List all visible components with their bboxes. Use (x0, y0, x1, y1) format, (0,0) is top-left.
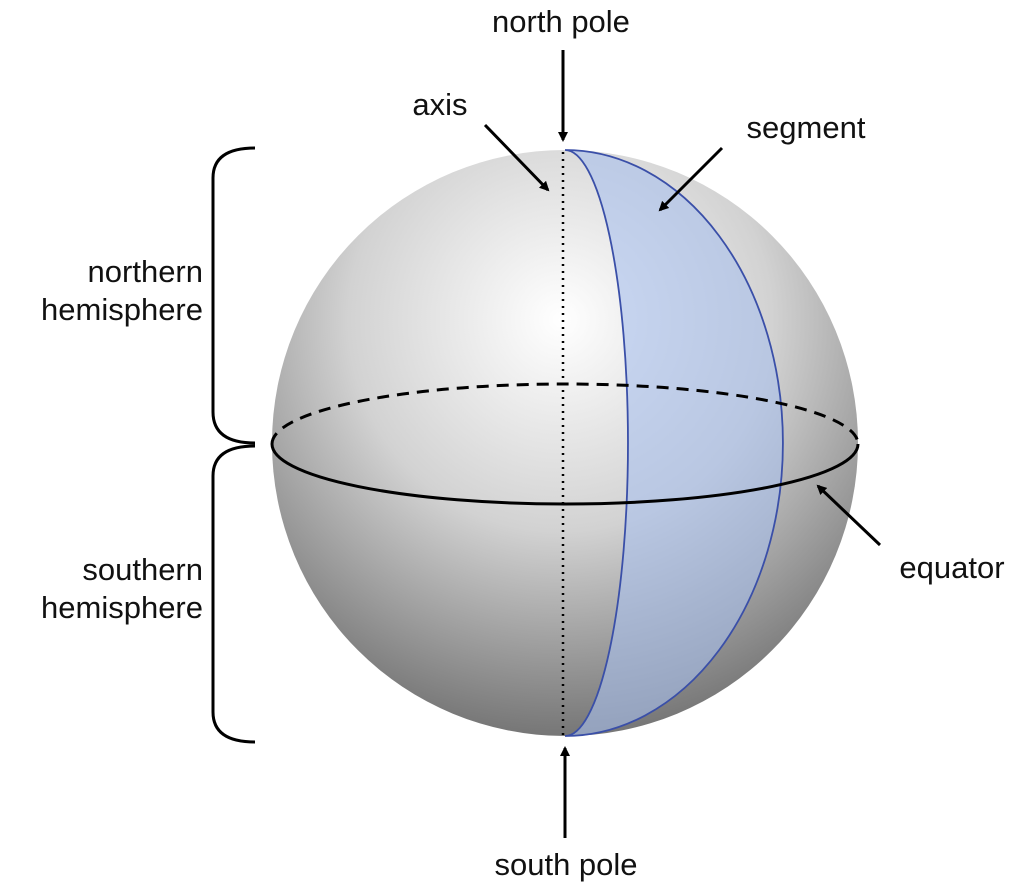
northern-hemisphere-brace (211, 146, 256, 445)
axis-arrow (483, 123, 550, 192)
northern-hemisphere-label-line1: northern (88, 254, 203, 289)
equator-arrow (816, 484, 882, 547)
southern-hemisphere-label-line2: hemisphere (41, 590, 203, 625)
segment-label: segment (747, 110, 866, 145)
equator-label: equator (899, 550, 1004, 585)
southern-hemisphere-brace (211, 444, 256, 744)
southern-hemisphere-label-line1: southern (82, 552, 203, 587)
axis-label: axis (412, 87, 467, 122)
northern-hemisphere-label-line2: hemisphere (41, 292, 203, 327)
equator-front (270, 443, 860, 506)
segment-region (564, 149, 784, 737)
equator-back (270, 382, 860, 445)
south-pole-label: south pole (494, 847, 637, 882)
north-pole-label: north pole (492, 4, 630, 39)
segment-arrow (658, 146, 724, 212)
